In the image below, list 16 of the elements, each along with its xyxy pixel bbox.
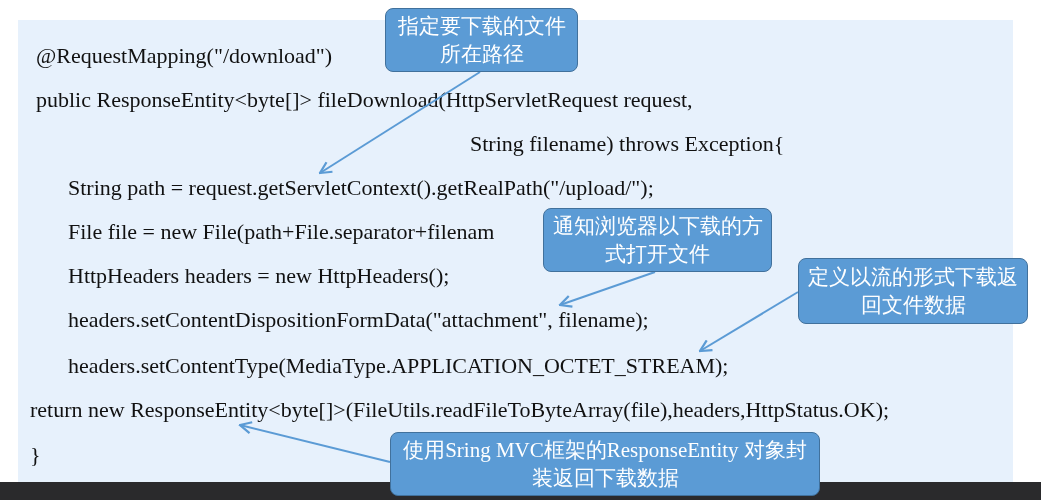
code-line: headers.setContentDispositionFormData("attachment", filename);: [68, 305, 649, 335]
code-line: headers.setContentType(MediaType.APPLICATION_OCTET_STREAM);: [68, 351, 729, 381]
callout-box: 定义以流的形式下载返回文件数据: [798, 258, 1028, 324]
leader-arrow: [238, 421, 391, 463]
callout-box: 使用Sring MVC框架的ResponseEntity 对象封装返回下载数据: [390, 432, 820, 496]
leader-arrow: [558, 271, 656, 308]
callout-box: 指定要下载的文件所在路径: [385, 8, 578, 72]
code-line: String path = request.getServletContext().getRealPath("/upload/");: [68, 173, 654, 203]
code-line: @RequestMapping("/download"): [36, 42, 333, 70]
code-line: HttpHeaders headers = new HttpHeaders();: [68, 262, 450, 290]
code-line: return new ResponseEntity<byte[]>(FileUtils.readFileToByteArray(file),headers,HttpStatus.OK);: [30, 395, 890, 425]
callout-box: 通知浏览器以下载的方式打开文件: [543, 208, 772, 272]
leader-arrow: [698, 291, 799, 353]
code-line: File file = new File(path+File.separator+filenam: [68, 218, 495, 246]
code-line: }: [30, 441, 41, 469]
code-line: String filename) throws Exception{: [470, 130, 785, 158]
